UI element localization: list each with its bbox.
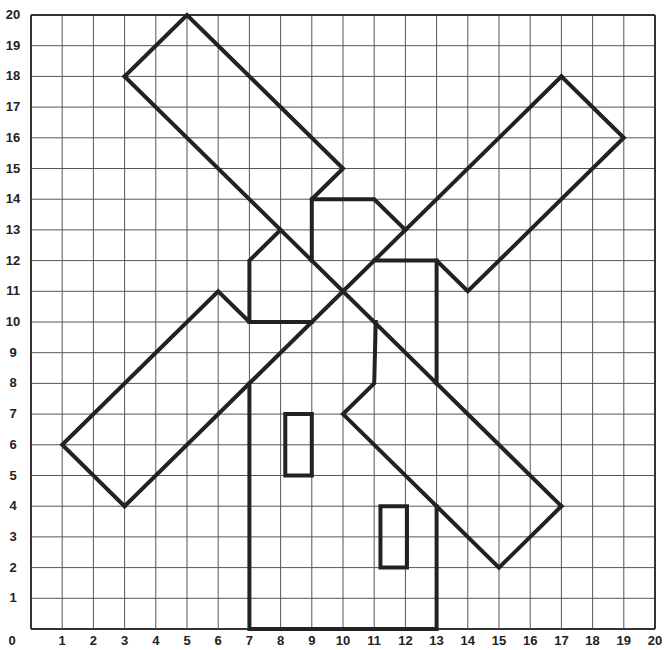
axis-number: 12 [398,634,412,648]
axis-number: 10 [6,315,20,329]
axis-number: 18 [6,69,20,83]
axis-number: 8 [277,634,284,648]
axis-number: 1 [59,634,66,648]
axis-number: 5 [183,634,190,648]
axis-number: 4 [152,634,159,648]
axis-number: 3 [121,634,128,648]
axis-number: 15 [6,162,20,176]
axis-number: 19 [6,39,20,53]
axis-number: 11 [6,284,20,298]
axis-number: 2 [90,634,97,648]
axis-number: 6 [215,634,222,648]
axis-number: 20 [648,634,662,648]
axis-number: 20 [6,8,20,22]
axis-number: 19 [617,634,631,648]
axis-number: 15 [492,634,506,648]
axis-number: 7 [9,407,16,421]
axis-number: 9 [9,346,16,360]
axis-number: 10 [336,634,350,648]
axis-number: 5 [9,469,16,483]
axis-number: 4 [9,499,16,513]
axis-number: 14 [461,634,475,648]
axis-number: 0 [8,634,15,648]
axis-number: 18 [585,634,599,648]
axis-number: 2 [9,561,16,575]
axis-number: 17 [554,634,568,648]
axis-number: 12 [6,254,20,268]
axis-number: 8 [9,376,16,390]
axis-number: 11 [367,634,381,648]
axis-number: 14 [6,192,20,206]
axis-number: 3 [9,530,16,544]
grid-lines [31,15,655,629]
axis-number: 7 [246,634,253,648]
axis-number: 13 [429,634,443,648]
grid-line [623,15,624,629]
axis-number: 16 [523,634,537,648]
axis-number: 9 [308,634,315,648]
windmill-drawing [62,15,624,629]
axis-number: 1 [9,591,16,605]
grid-line [31,107,655,108]
grid-line [31,14,655,16]
axis-number: 6 [9,438,16,452]
axis-number: 13 [6,223,20,237]
axis-number: 17 [6,100,20,114]
axis-number: 16 [6,131,20,145]
grid-line [654,15,656,629]
grid-line [31,45,655,46]
